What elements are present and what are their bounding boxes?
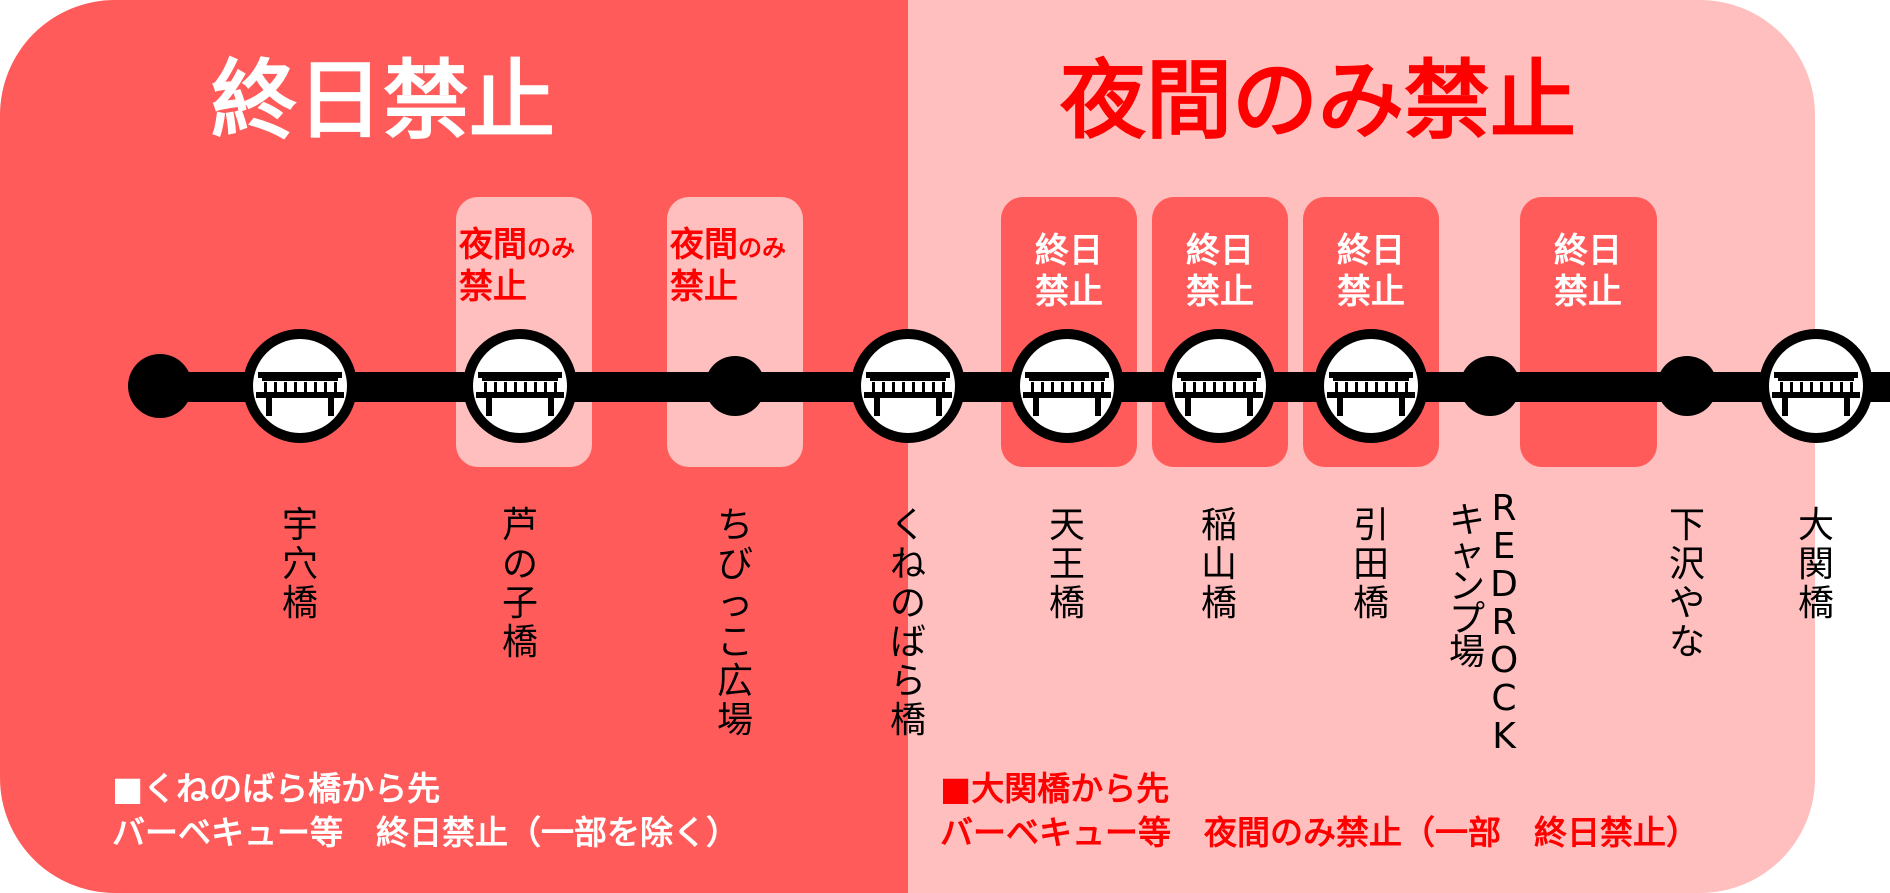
- node-kunenobara-bridge: [851, 329, 965, 443]
- all-day-title: 終日禁止: [211, 51, 555, 151]
- station-label-kana: キャンプ場: [1449, 500, 1485, 673]
- all-day-box-text-2: 禁止: [1035, 272, 1103, 312]
- station-label: ちびっこ広場: [717, 505, 753, 741]
- night-only-box-chibikko: 夜間のみ 禁止: [667, 197, 803, 467]
- station-label: 天王橋: [1049, 505, 1085, 624]
- station-label: 稲山橋: [1201, 505, 1237, 624]
- bridge-node-face: [473, 339, 567, 433]
- bridge-node-face: [1172, 339, 1266, 433]
- all-day-box-text-1: 終日: [1035, 231, 1103, 271]
- night-only-box-text-2: 禁止: [670, 267, 738, 307]
- station-label: 宇穴橋: [282, 505, 318, 624]
- all-day-box-text-2: 禁止: [1186, 272, 1254, 312]
- node-ashinoko-bridge: [463, 329, 577, 443]
- node-shimozawa-dot: [1657, 356, 1717, 416]
- station-label: 引田橋: [1353, 505, 1389, 624]
- all-day-box-text-1: 終日: [1186, 231, 1254, 271]
- bridge-node-face: [1769, 339, 1863, 433]
- night-only-title: 夜間のみ禁止: [1059, 51, 1576, 151]
- all-day-note-line-2: バーベキュー等 終日禁止（一部を除く）: [112, 813, 739, 852]
- all-day-note-line-1: ■くねのばら橋から先: [112, 769, 440, 808]
- night-only-note-line-2: バーベキュー等 夜間のみ禁止（一部 終日禁止）: [940, 813, 1699, 852]
- all-day-box-text-2: 禁止: [1337, 272, 1405, 312]
- night-only-box-text-1: 夜間のみ: [458, 225, 575, 265]
- night-only-note-line-1: ■大関橋から先: [940, 769, 1169, 808]
- all-day-box-redrock: 終日 禁止: [1520, 197, 1657, 467]
- node-chibikko-dot: [705, 356, 765, 416]
- station-label: 下沢やな: [1669, 505, 1705, 663]
- all-day-box-text-1: 終日: [1337, 231, 1405, 271]
- all-day-box-text-2: 禁止: [1554, 272, 1622, 312]
- night-only-box-text-1: 夜間のみ: [669, 225, 786, 265]
- bridge-node-face: [253, 339, 347, 433]
- node-hikita-bridge: [1314, 329, 1428, 443]
- route-start-dot: [128, 354, 192, 418]
- node-inayama-bridge: [1162, 329, 1276, 443]
- night-only-box-text-2: 禁止: [459, 267, 527, 307]
- station-label: 芦の子橋: [502, 505, 538, 663]
- station-label: 大関橋: [1798, 505, 1834, 624]
- all-day-box-text-1: 終日: [1554, 231, 1622, 271]
- bridge-node-face: [1324, 339, 1418, 433]
- station-label: くねのばら橋: [890, 505, 926, 741]
- node-uana-bridge: [243, 329, 357, 443]
- bridge-node-face: [1020, 339, 1114, 433]
- node-redrock-dot: [1460, 356, 1520, 416]
- node-oozeki-bridge: [1759, 329, 1873, 443]
- node-tenno-bridge: [1010, 329, 1124, 443]
- bridge-node-face: [861, 339, 955, 433]
